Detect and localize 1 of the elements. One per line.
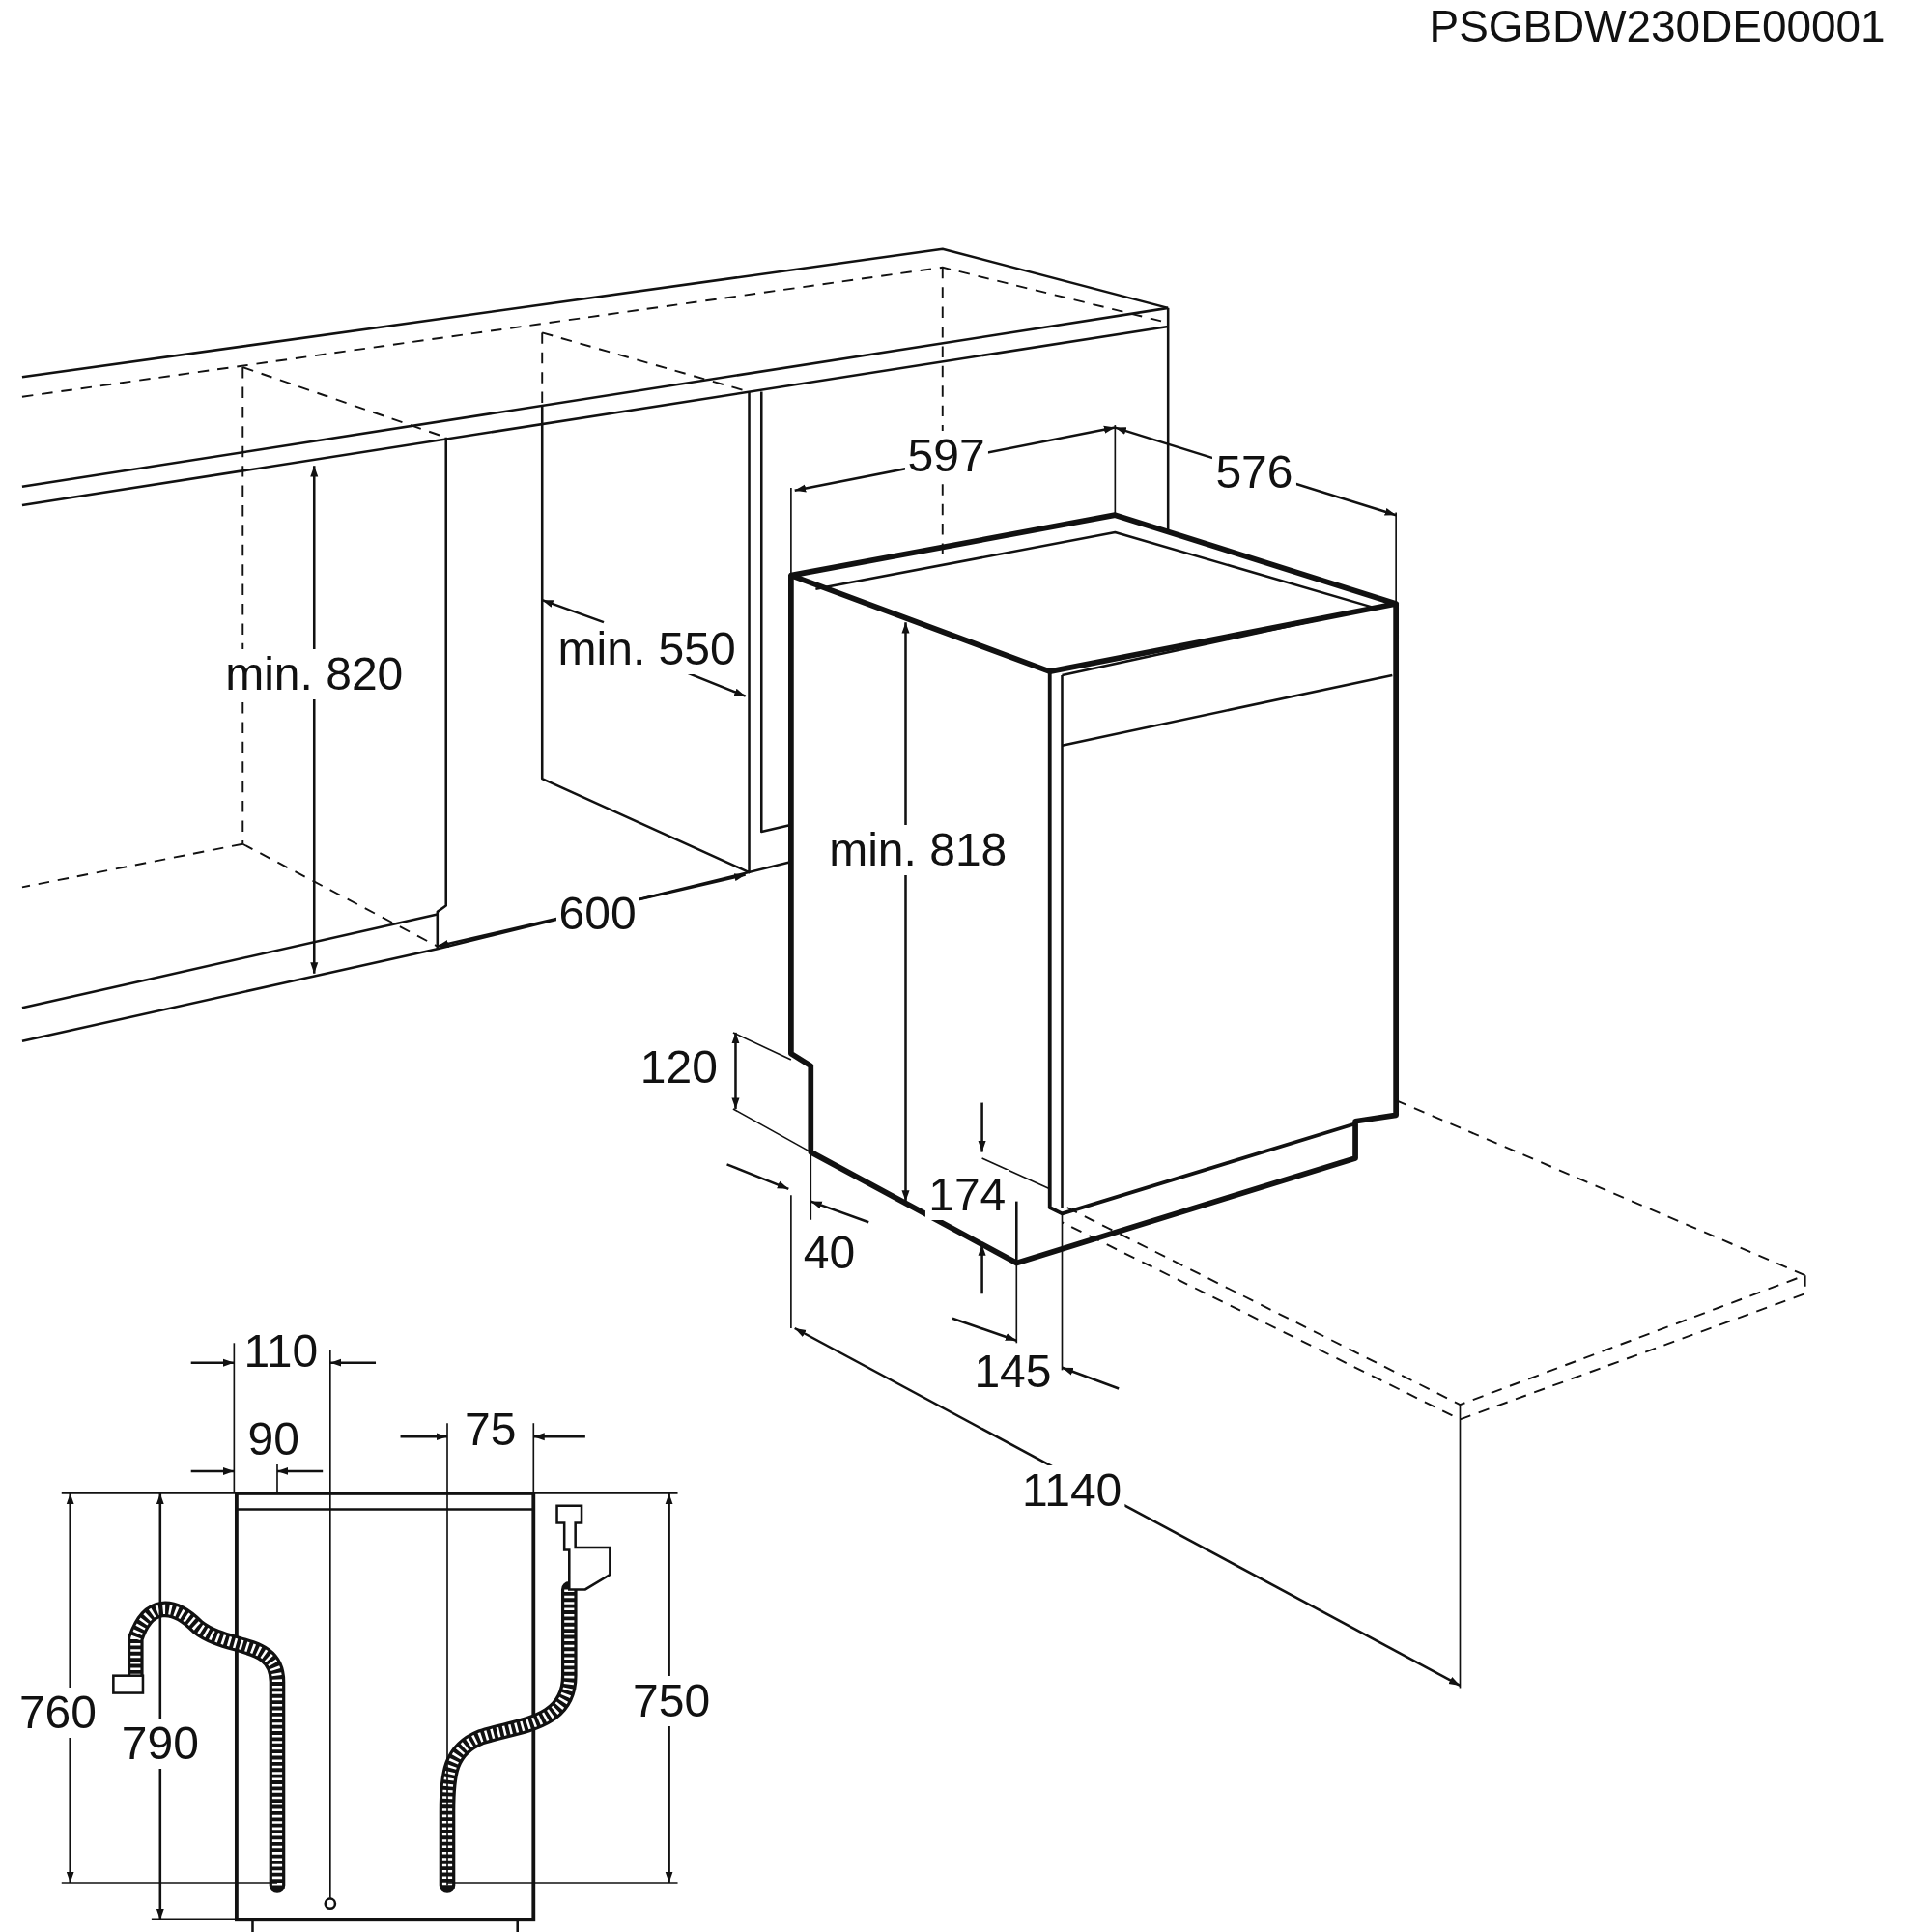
dimension-label: 174 xyxy=(925,1170,1009,1221)
